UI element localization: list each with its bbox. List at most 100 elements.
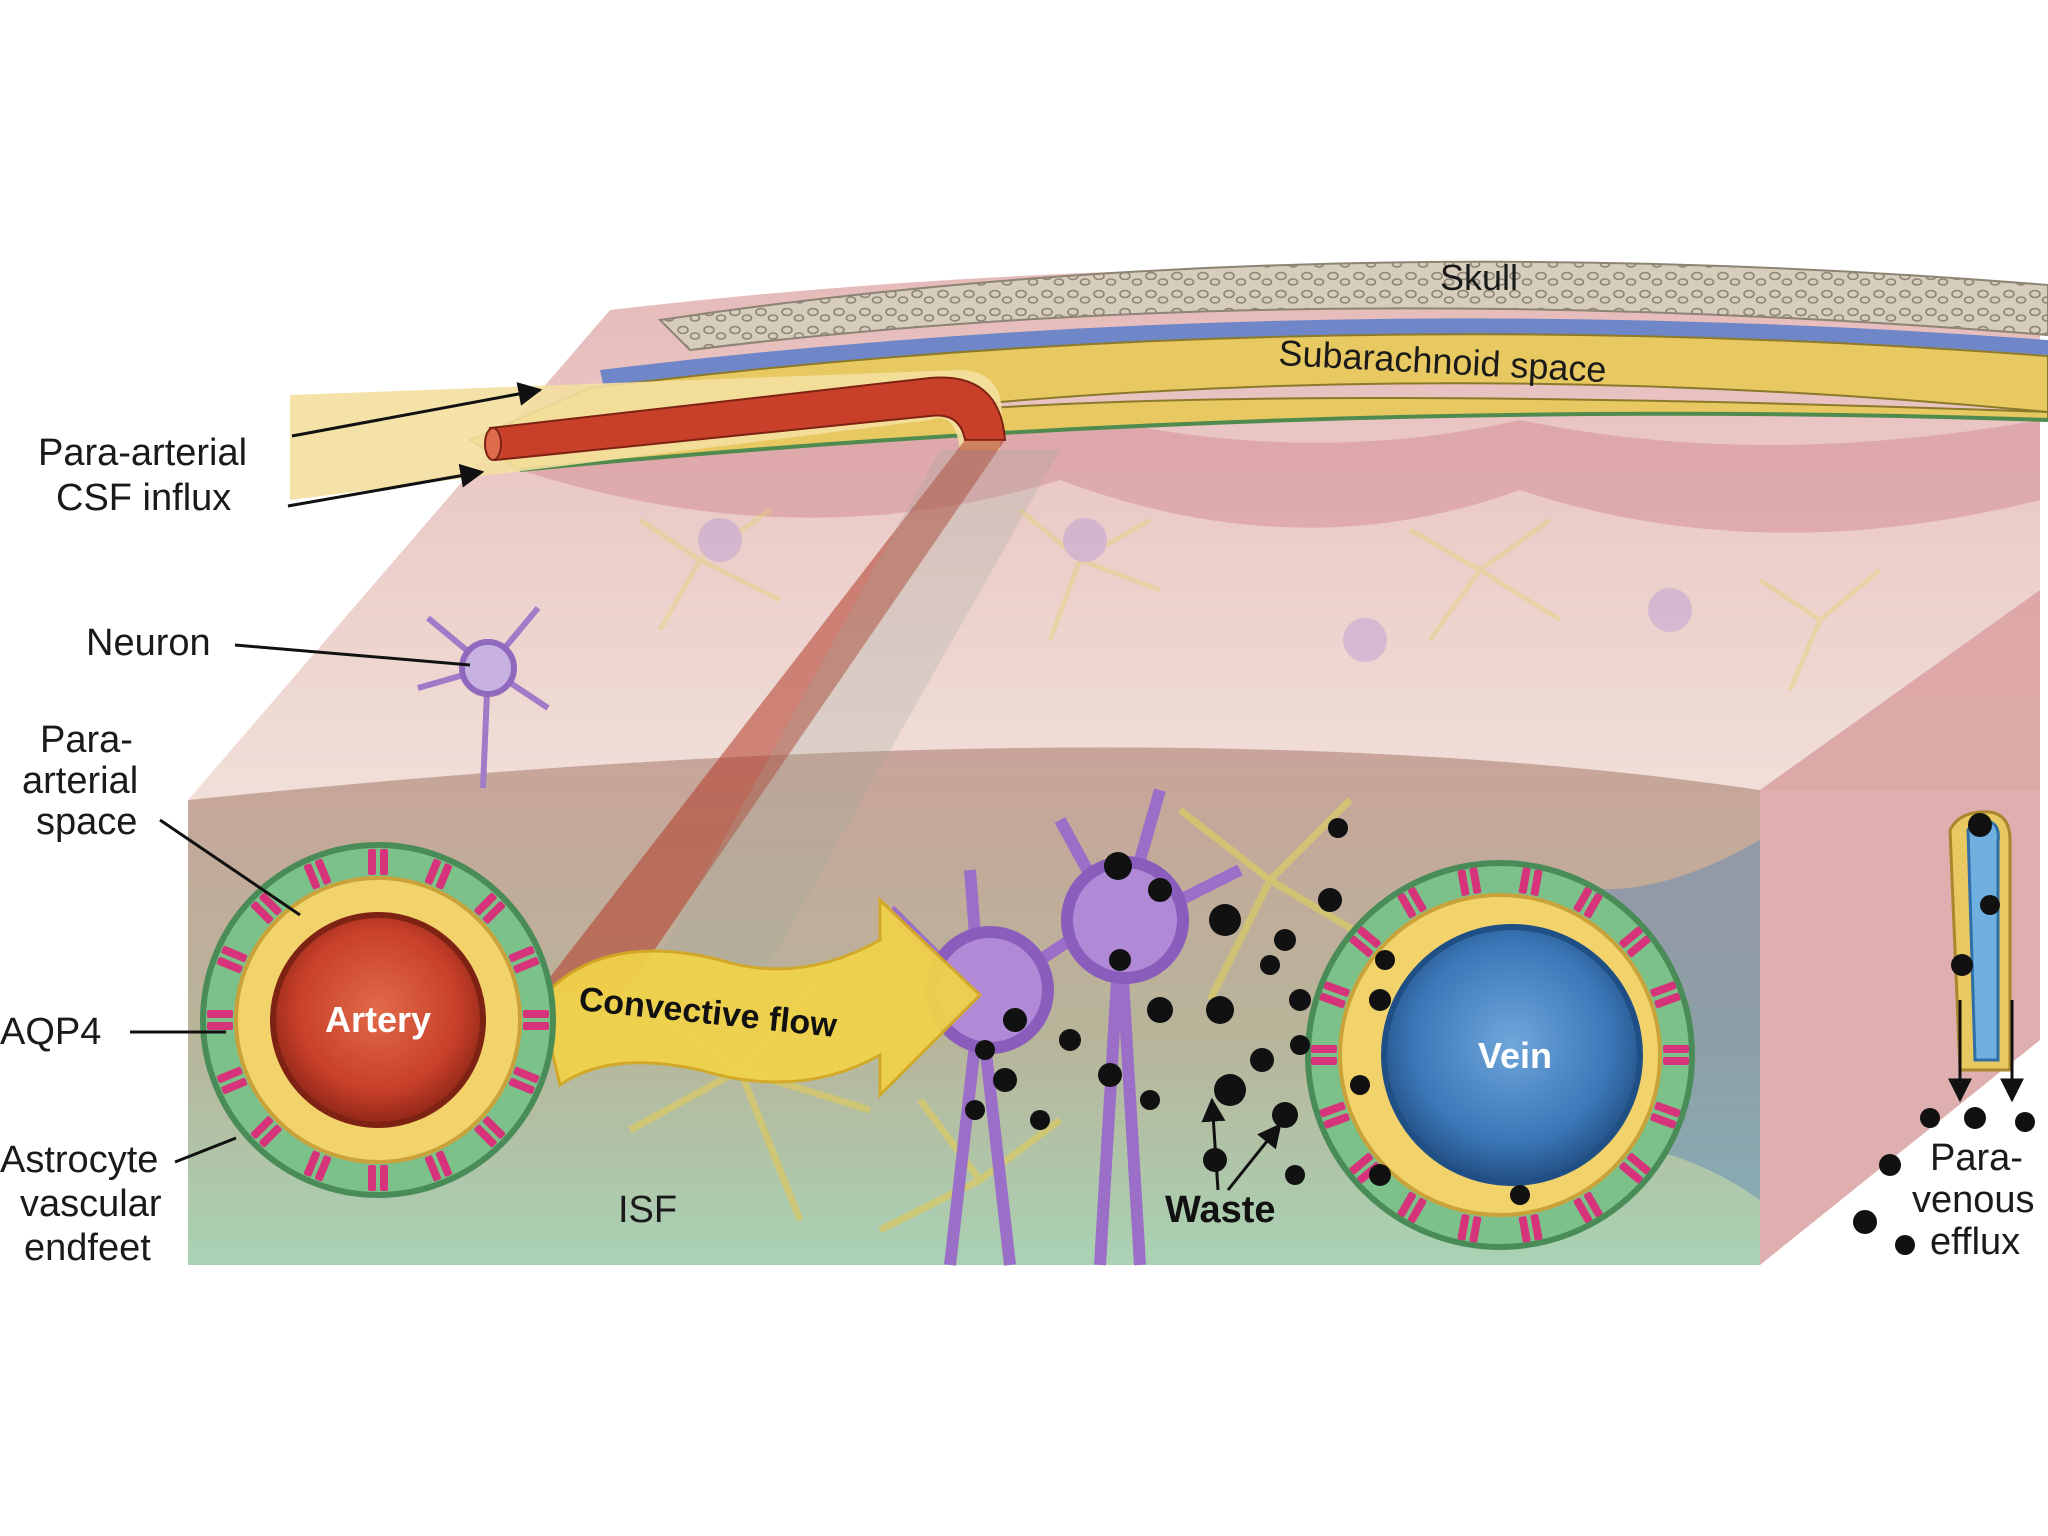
waste-particle xyxy=(1209,904,1241,936)
waste-particle xyxy=(1206,996,1234,1024)
aqp4-channel xyxy=(250,1116,274,1139)
aqp4-channel xyxy=(1311,1057,1337,1065)
waste-particle xyxy=(1318,888,1342,912)
aqp4-channel xyxy=(259,892,282,916)
waste-particle xyxy=(2015,1112,2035,1132)
aqp4-channel xyxy=(482,1116,506,1139)
waste-particle xyxy=(1968,813,1992,837)
aqp4-channel xyxy=(207,1010,233,1018)
neuron-label: Neuron xyxy=(86,622,211,664)
waste-particle xyxy=(1140,1090,1160,1110)
aqp4-channel xyxy=(315,858,332,885)
waste-particle xyxy=(993,1068,1017,1092)
surface-artery xyxy=(488,376,1007,462)
aqp4-channel xyxy=(482,901,506,924)
aqp4-channel xyxy=(523,1010,549,1018)
aqp4-channel xyxy=(1407,1197,1427,1223)
para-arterial-space-label-3: space xyxy=(36,801,137,843)
waste-particle xyxy=(1510,1185,1530,1205)
para-arterial-space-label-1: Para- xyxy=(40,719,133,761)
waste-particle xyxy=(1098,1063,1122,1087)
aqp4-channel xyxy=(1323,1113,1350,1129)
aqp4-channel xyxy=(1323,981,1350,997)
waste-particle xyxy=(1375,950,1395,970)
aqp4-channel xyxy=(1583,1191,1603,1217)
waste-particle xyxy=(1285,1165,1305,1185)
waste-particle xyxy=(1148,878,1172,902)
aqp4-channel xyxy=(1469,867,1482,894)
aqp4-channel xyxy=(1626,1152,1651,1175)
aqp4-channel xyxy=(368,1165,376,1191)
aqp4-channel xyxy=(1349,935,1374,958)
aqp4-channel xyxy=(1457,869,1470,896)
aqp4-channel xyxy=(259,1124,282,1148)
paravenous-efflux-label-2: venous xyxy=(1912,1179,2035,1221)
aqp4-channel xyxy=(1397,893,1417,919)
paravenous-efflux-label-1: Para- xyxy=(1930,1137,2023,1179)
convective-flow-arrow xyxy=(538,896,983,1099)
astrocyte-endfeet-label-1: Astrocyte xyxy=(0,1139,158,1181)
waste-particle xyxy=(1109,949,1131,971)
waste-particle xyxy=(1289,989,1311,1011)
aqp4-channel xyxy=(1650,981,1677,997)
aqp4-channel xyxy=(250,901,274,924)
aqp4-channel xyxy=(435,1150,453,1177)
aqp4-channel xyxy=(1530,869,1543,896)
waste-particle xyxy=(1003,1008,1027,1032)
aqp4-channel xyxy=(513,957,540,974)
aqp4-channel xyxy=(1311,1045,1337,1053)
aqp4-channel xyxy=(1650,1113,1677,1129)
waste-particle xyxy=(1853,1210,1877,1234)
artery-cross-section xyxy=(200,842,556,1198)
aqp4-channel xyxy=(1518,1216,1531,1243)
aqp4-channel xyxy=(424,858,441,885)
waste-particle xyxy=(1980,895,2000,915)
aqp4-channel xyxy=(1397,1191,1417,1217)
aqp4-channel xyxy=(1319,1101,1346,1118)
aqp4-channel xyxy=(1573,887,1593,913)
aqp4-channel xyxy=(380,1165,388,1191)
artery-label: Artery xyxy=(325,999,431,1040)
waste-particle xyxy=(1951,954,1973,976)
waste-particle xyxy=(1260,955,1280,975)
waste-particle xyxy=(1369,989,1391,1011)
aqp4-channel xyxy=(1663,1045,1689,1053)
paravenous-efflux-label-3: efflux xyxy=(1930,1221,2020,1263)
aqp4-label: AQP4 xyxy=(0,1011,101,1053)
aqp4-channels-artery xyxy=(207,849,549,1191)
aqp4-channel xyxy=(1583,893,1603,919)
aqp4-channel xyxy=(1626,935,1651,958)
aqp4-channel xyxy=(1573,1197,1593,1223)
waste-particle xyxy=(1274,929,1296,951)
aqp4-channel xyxy=(474,1124,497,1148)
aqp4-channel xyxy=(1654,1101,1681,1118)
waste-particle xyxy=(1272,1102,1298,1128)
waste-particle xyxy=(1350,1075,1370,1095)
skull-label: Skull xyxy=(1440,257,1518,298)
aqp4-channel xyxy=(216,1066,243,1083)
csf-influx-label-2: CSF influx xyxy=(56,477,231,519)
waste-particle xyxy=(1369,1164,1391,1186)
aqp4-channel xyxy=(1457,1214,1470,1241)
waste-particle xyxy=(1147,997,1173,1023)
waste-particle xyxy=(975,1040,995,1060)
aqp4-channel xyxy=(474,892,497,916)
background-cells xyxy=(638,507,1882,691)
aqp4-channel xyxy=(1518,867,1531,894)
waste-particle xyxy=(1290,1035,1310,1055)
para-arterial-space-label-2: arterial xyxy=(22,760,138,802)
aqp4-channels-vein xyxy=(1311,867,1689,1243)
neuron-top xyxy=(417,606,550,789)
waste-particle xyxy=(1214,1074,1246,1106)
aqp4-channel xyxy=(1319,992,1346,1009)
waste-particle xyxy=(1030,1110,1050,1130)
aqp4-channel xyxy=(1349,1152,1374,1175)
aqp4-channel xyxy=(424,1155,441,1182)
vein-label: Vein xyxy=(1478,1035,1552,1076)
aqp4-channel xyxy=(303,863,321,890)
aqp4-channel xyxy=(1619,1162,1643,1184)
aqp4-channel xyxy=(435,863,453,890)
aqp4-channel xyxy=(508,1077,535,1095)
waste-particle xyxy=(1879,1154,1901,1176)
